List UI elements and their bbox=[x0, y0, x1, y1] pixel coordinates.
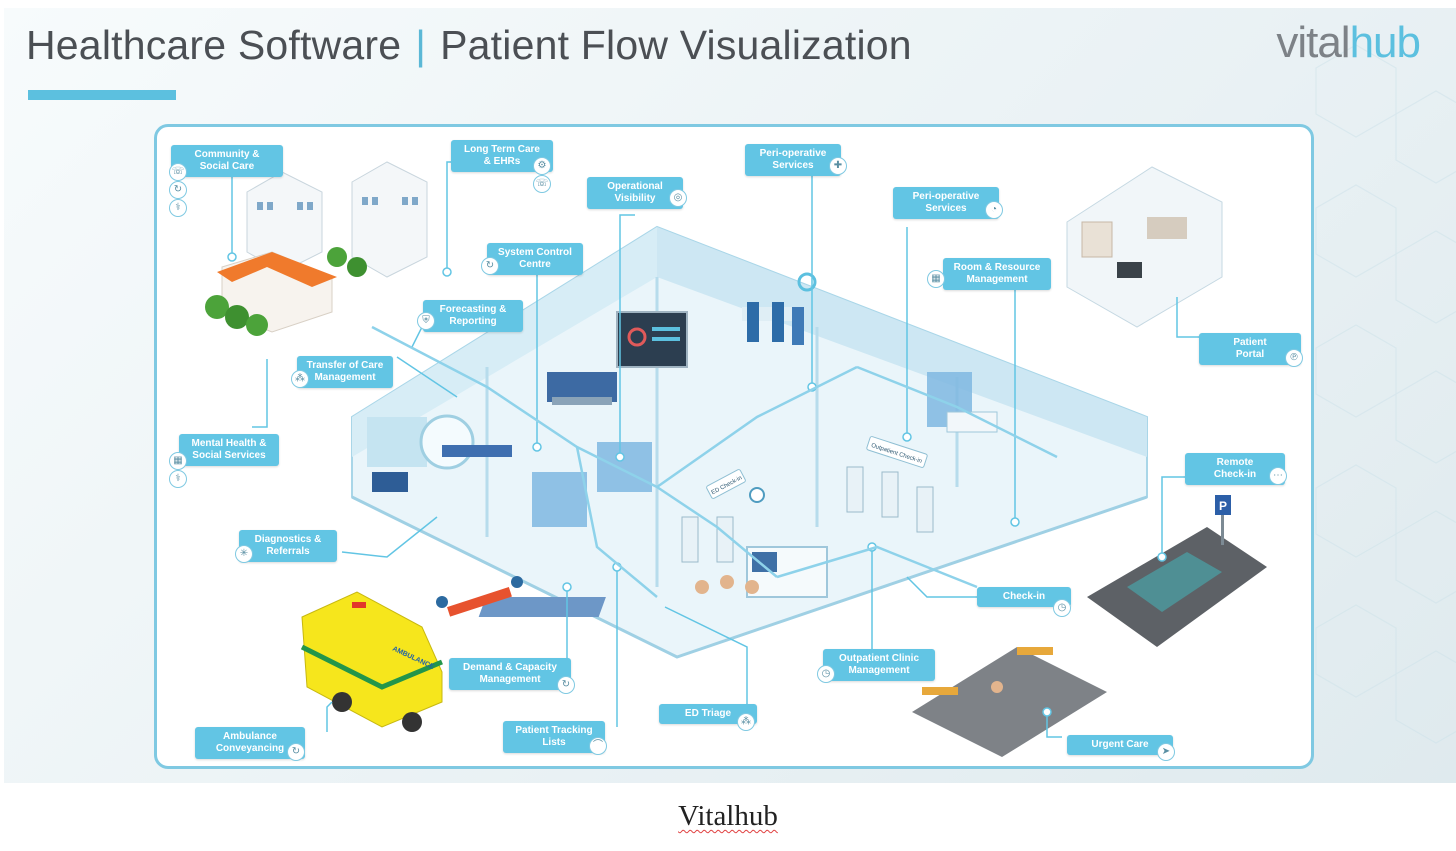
phone-icon: ☏ bbox=[169, 163, 187, 181]
label-check-in[interactable]: Check-in bbox=[977, 587, 1071, 607]
hospital-floor bbox=[351, 225, 1148, 659]
refresh-icon: ↻ bbox=[169, 181, 187, 199]
slide: Healthcare Software | Patient Flow Visuali… bbox=[4, 8, 1456, 783]
label-ambulance-conveyancing[interactable]: Ambulance Conveyancing bbox=[195, 727, 305, 759]
refresh-icon: ↻ bbox=[287, 743, 305, 761]
diagram-frame: ED Check-in Outpatient Check-in bbox=[154, 124, 1314, 769]
operating-room bbox=[742, 272, 817, 345]
car-park: P bbox=[1087, 495, 1267, 647]
title-accent-bar bbox=[28, 90, 176, 100]
apartment-buildings bbox=[246, 161, 428, 278]
title-right: Patient Flow Visualization bbox=[440, 22, 912, 68]
mri-room bbox=[367, 414, 512, 492]
reception bbox=[681, 466, 934, 598]
label-mental-health-social-services[interactable]: Mental Health & Social Services bbox=[179, 434, 279, 466]
svg-text:P: P bbox=[1219, 499, 1227, 513]
label-patient-portal[interactable]: Patient Portal bbox=[1199, 333, 1301, 365]
label-urgent-care[interactable]: Urgent Care bbox=[1067, 735, 1173, 755]
target-icon: ◎ bbox=[669, 189, 687, 207]
label-community-social-care[interactable]: Community & Social Care bbox=[171, 145, 283, 177]
control-centre bbox=[547, 311, 688, 405]
title-separator: | bbox=[415, 22, 427, 68]
label-operational-visibility[interactable]: Operational Visibility bbox=[587, 177, 683, 209]
phone-icon: ☏ bbox=[533, 175, 551, 193]
dots-icon: ⁂ bbox=[291, 370, 309, 388]
title-left: Healthcare Software bbox=[26, 22, 402, 68]
stethoscope-icon: ⚕ bbox=[169, 199, 187, 217]
qr-icon: ▦ bbox=[169, 452, 187, 470]
plus-icon: ✚ bbox=[829, 157, 847, 175]
page-title: Healthcare Software | Patient Flow Visuali… bbox=[26, 22, 912, 69]
link-icon: ℗ bbox=[1285, 349, 1303, 367]
vitalhub-logo: vitalhub bbox=[1276, 18, 1421, 67]
ambulance: AMBULANCE bbox=[300, 591, 443, 732]
send-icon: ➤ bbox=[1157, 743, 1175, 761]
dots-icon: ⁂ bbox=[737, 713, 755, 731]
label-peri-operative-right[interactable]: Peri-operative Services bbox=[893, 187, 999, 219]
label-remote-check-in[interactable]: Remote Check-in bbox=[1185, 453, 1285, 485]
clock-icon: ◷ bbox=[1053, 599, 1071, 617]
label-system-control-centre[interactable]: System Control Centre bbox=[487, 243, 583, 275]
refresh-icon: ↻ bbox=[557, 676, 575, 694]
label-transfer-of-care[interactable]: Transfer of Care Management bbox=[297, 356, 393, 388]
network-paths bbox=[371, 325, 1058, 598]
location-icon: ⌒ bbox=[589, 737, 607, 755]
urgent-care-area bbox=[912, 647, 1107, 757]
hospital-illustration: ED Check-in Outpatient Check-in bbox=[205, 161, 1267, 757]
target-icon: ✳ bbox=[235, 545, 253, 563]
chart-icon: ◔ bbox=[985, 201, 1003, 219]
label-outpatient-clinic-management[interactable]: Outpatient Clinic Management bbox=[823, 649, 935, 681]
clock-icon: ◷ bbox=[817, 665, 835, 683]
label-forecasting-reporting[interactable]: Forecasting & Reporting bbox=[423, 300, 523, 332]
house bbox=[205, 247, 367, 336]
shield-icon: ⛨ bbox=[417, 312, 435, 330]
dots-icon: ⋯ bbox=[1269, 467, 1287, 485]
label-diagnostics-referrals[interactable]: Diagnostics & Referrals bbox=[239, 530, 337, 562]
living-room bbox=[1066, 166, 1223, 328]
hexagon-background bbox=[1315, 44, 1456, 744]
label-demand-capacity-management[interactable]: Demand & Capacity Management bbox=[449, 658, 571, 690]
stethoscope-icon: ⚕ bbox=[169, 470, 187, 488]
label-patient-tracking-lists[interactable]: Patient Tracking Lists bbox=[503, 721, 605, 753]
label-room-resource-management[interactable]: Room & Resource Management bbox=[943, 258, 1051, 290]
footer-caption: Vitalhub bbox=[678, 800, 778, 832]
qr-icon: ▦ bbox=[927, 270, 945, 288]
gear-icon: ⚙ bbox=[533, 157, 551, 175]
waiting-area bbox=[478, 575, 759, 617]
ward-beds bbox=[532, 372, 998, 527]
stretcher bbox=[436, 576, 523, 617]
label-ed-triage[interactable]: ED Triage bbox=[659, 704, 757, 724]
label-peri-operative-top[interactable]: Peri-operative Services bbox=[745, 144, 841, 176]
refresh-icon: ↻ bbox=[481, 257, 499, 275]
